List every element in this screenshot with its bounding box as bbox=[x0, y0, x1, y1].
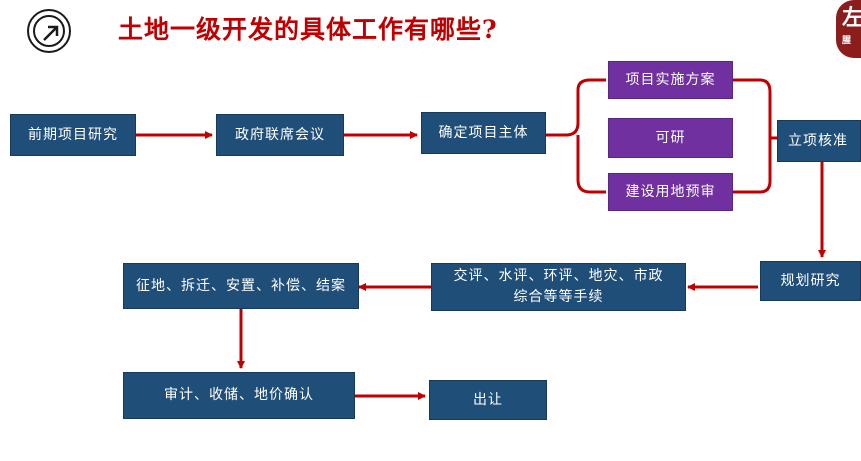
node-audit: 审计、收储、地价确认 bbox=[123, 372, 355, 419]
node-label: 立项核准 bbox=[788, 132, 848, 149]
node-transfer: 出让 bbox=[429, 380, 547, 420]
node-label: 项目实施方案 bbox=[625, 71, 716, 88]
node-land-pre-approval: 建设用地预审 bbox=[608, 173, 733, 211]
brand-logo: 左 腥 bbox=[836, 0, 861, 58]
bracket-right bbox=[733, 78, 777, 194]
node-label: 出让 bbox=[473, 391, 503, 408]
node-project-approval: 立项核准 bbox=[777, 120, 861, 162]
node-label: 可研 bbox=[655, 129, 686, 146]
brand-logo-text: 左 bbox=[842, 5, 861, 31]
node-label: 前期项目研究 bbox=[28, 126, 118, 143]
node-label: 征地、拆迁、安置、补偿、结案 bbox=[136, 277, 346, 294]
page-title: 土地一级开发的具体工作有哪些? bbox=[118, 15, 498, 44]
node-govt-meeting: 政府联席会议 bbox=[216, 114, 344, 156]
node-label: 确定项目主体 bbox=[438, 124, 529, 141]
node-permits: 交评、水评、环评、地灾、市政综合等等手续 bbox=[431, 263, 686, 311]
node-label: 政府联席会议 bbox=[235, 126, 325, 143]
node-confirm-entity: 确定项目主体 bbox=[421, 112, 546, 154]
node-label: 规划研究 bbox=[780, 272, 841, 289]
node-label: 审计、收储、地价确认 bbox=[164, 387, 314, 403]
node-label: 交评、水评、环评、地灾、市政综合等等手续 bbox=[453, 268, 664, 305]
node-preliminary-research: 前期项目研究 bbox=[10, 114, 136, 156]
arrow-circle-icon bbox=[27, 9, 71, 53]
bracket-left bbox=[546, 78, 606, 194]
node-planning-research: 规划研究 bbox=[760, 261, 861, 301]
node-feasibility: 可研 bbox=[608, 118, 733, 158]
brand-logo-subtext: 腥 bbox=[842, 36, 852, 46]
node-label: 建设用地预审 bbox=[625, 183, 716, 200]
node-acquisition: 征地、拆迁、安置、补偿、结案 bbox=[123, 263, 359, 309]
node-implementation-plan: 项目实施方案 bbox=[608, 61, 733, 99]
